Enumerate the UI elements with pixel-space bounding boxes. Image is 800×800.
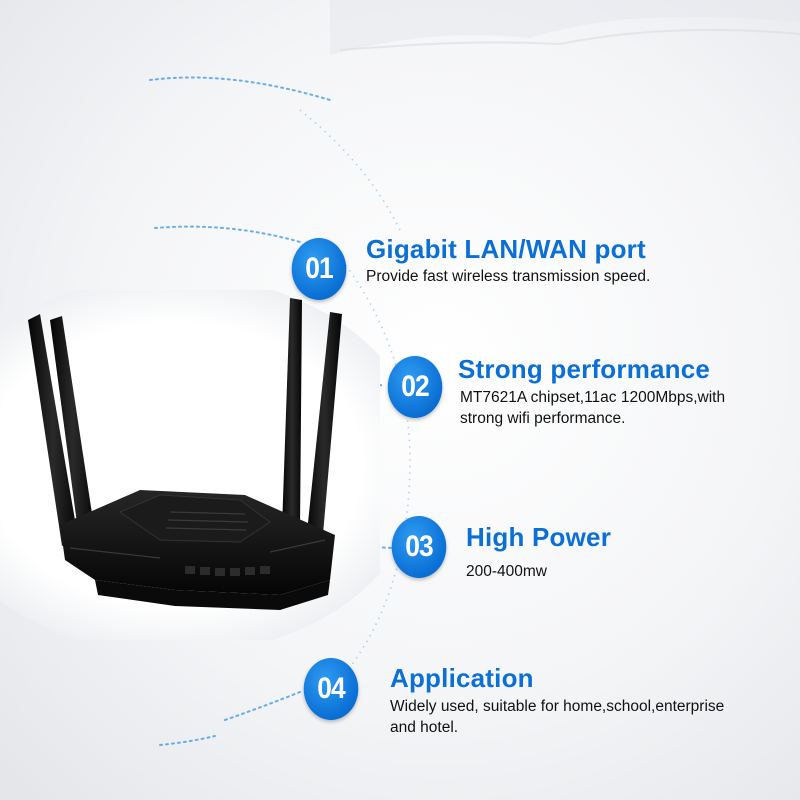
feature-badge-02: 02 (387, 356, 443, 418)
feature-title-01: Gigabit LAN/WAN port (366, 234, 646, 264)
feature-desc-04: Widely used, suitable for home,school,en… (390, 698, 725, 736)
feature-desc-01: Provide fast wireless transmission speed… (366, 268, 651, 285)
antenna-left-outer (28, 314, 78, 546)
router-body (60, 490, 335, 610)
antenna-right-outer (306, 312, 342, 546)
feature-badge-01: 01 (291, 238, 347, 300)
router-image (0, 290, 380, 640)
feature-badge-03: 03 (391, 516, 447, 578)
background-cloud (330, 0, 800, 55)
antenna-left-inner (50, 316, 96, 546)
feature-desc-03: 200-400mw (466, 563, 547, 580)
antenna-right-inner (282, 298, 302, 528)
feature-title-02: Strong performance (458, 354, 711, 384)
feature-desc-02: MT7621A chipset,11ac 1200Mbps,with stron… (460, 389, 726, 427)
feature-title-04: Application (390, 663, 534, 693)
feature-badge-04: 04 (303, 658, 359, 720)
feature-title-03: High Power (466, 522, 612, 552)
